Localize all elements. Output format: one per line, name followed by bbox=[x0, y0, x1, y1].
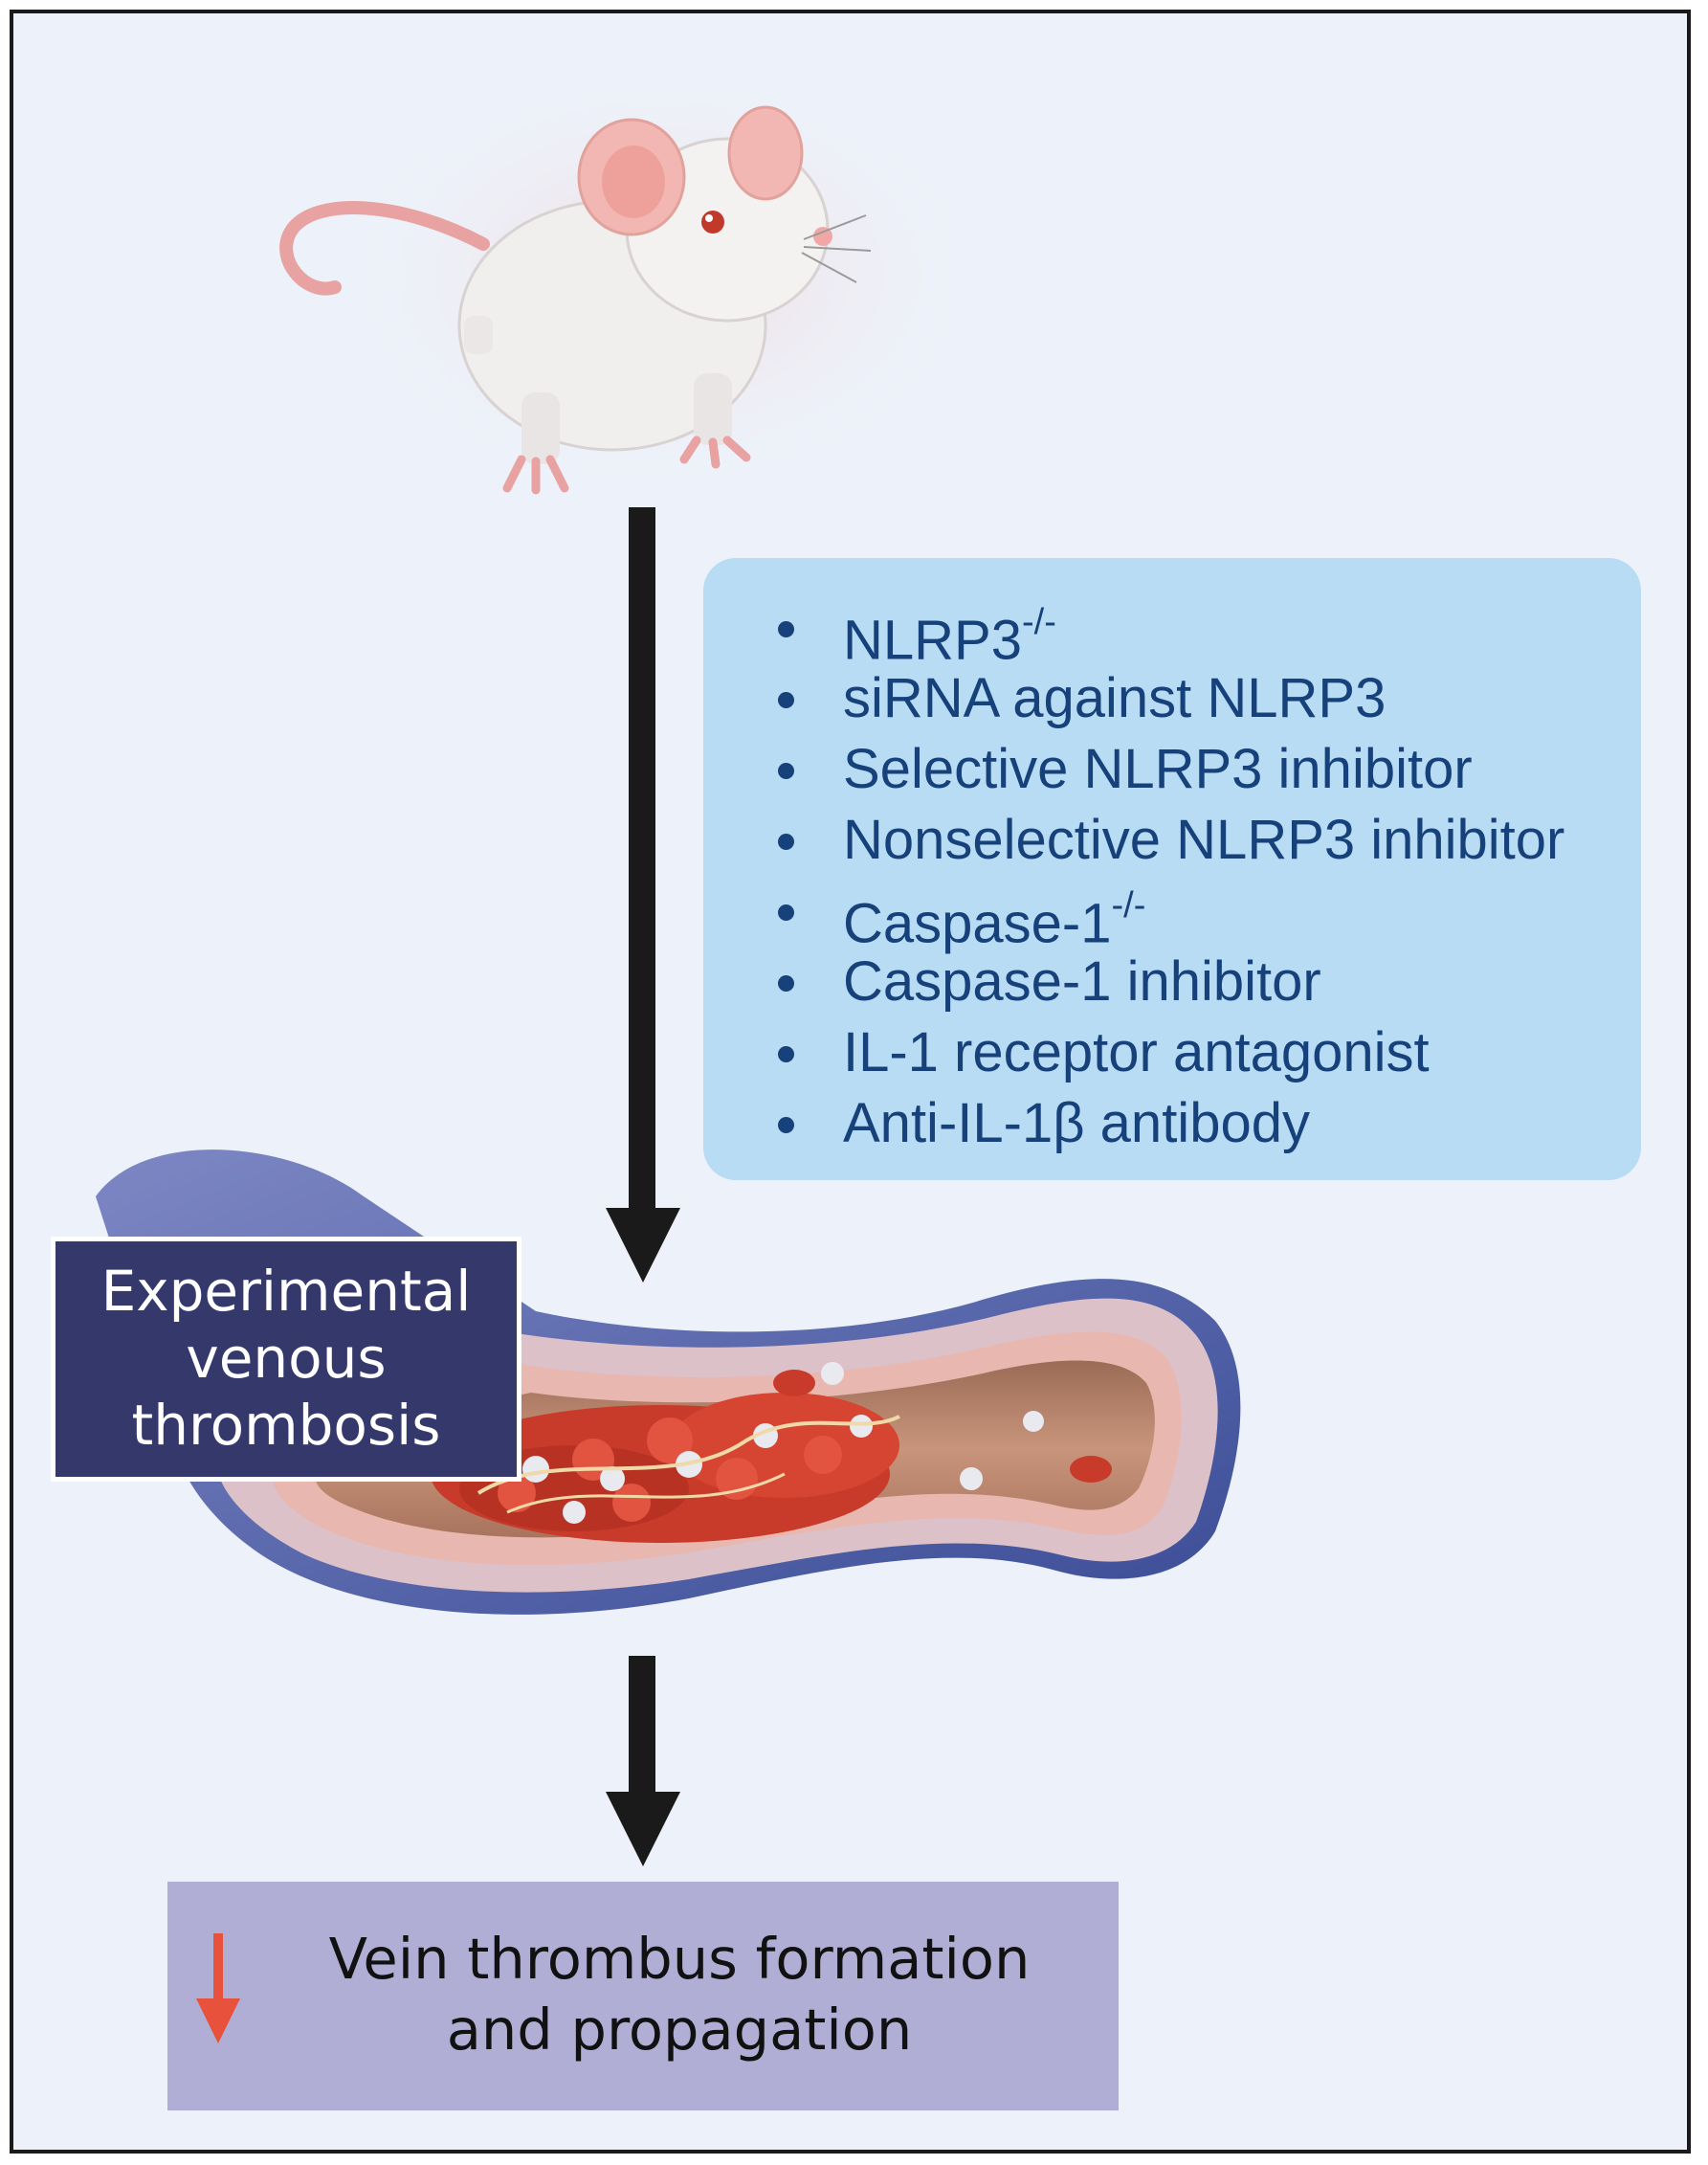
outcome-box: Vein thrombus formation and propagation bbox=[167, 1882, 1119, 2110]
list-item: siRNA against NLRP3 bbox=[742, 663, 1641, 734]
outcome-line: and propagation bbox=[446, 1997, 913, 2063]
model-label-line: Experimental bbox=[100, 1259, 472, 1324]
list-item: NLRP3-/- bbox=[742, 592, 1641, 671]
down-arrow-icon bbox=[196, 1933, 240, 2043]
list-item: IL-1 receptor antagonist bbox=[742, 1017, 1641, 1088]
outcome-line: Vein thrombus formation bbox=[328, 1926, 1031, 1992]
list-item: Caspase-1-/- bbox=[742, 876, 1641, 954]
list-item: Caspase-1 inhibitor bbox=[742, 947, 1641, 1017]
mouse-icon bbox=[279, 86, 976, 507]
list-item: Selective NLRP3 inhibitor bbox=[742, 734, 1641, 805]
treatment-list: NLRP3-/- siRNA against NLRP3 Selective N… bbox=[703, 558, 1641, 1159]
treatment-list-box: NLRP3-/- siRNA against NLRP3 Selective N… bbox=[703, 558, 1641, 1180]
model-label-line: venous bbox=[186, 1326, 387, 1391]
model-label-line: thrombosis bbox=[131, 1393, 441, 1458]
arrow-down-lower bbox=[606, 1656, 680, 1866]
list-item: Anti-IL-1β antibody bbox=[742, 1088, 1641, 1159]
model-label: Experimental venous thrombosis bbox=[51, 1237, 521, 1482]
list-item: Nonselective NLRP3 inhibitor bbox=[742, 805, 1641, 876]
outcome-text: Vein thrombus formation and propagation bbox=[254, 1924, 1105, 2065]
arrow-down-upper bbox=[606, 507, 680, 1283]
